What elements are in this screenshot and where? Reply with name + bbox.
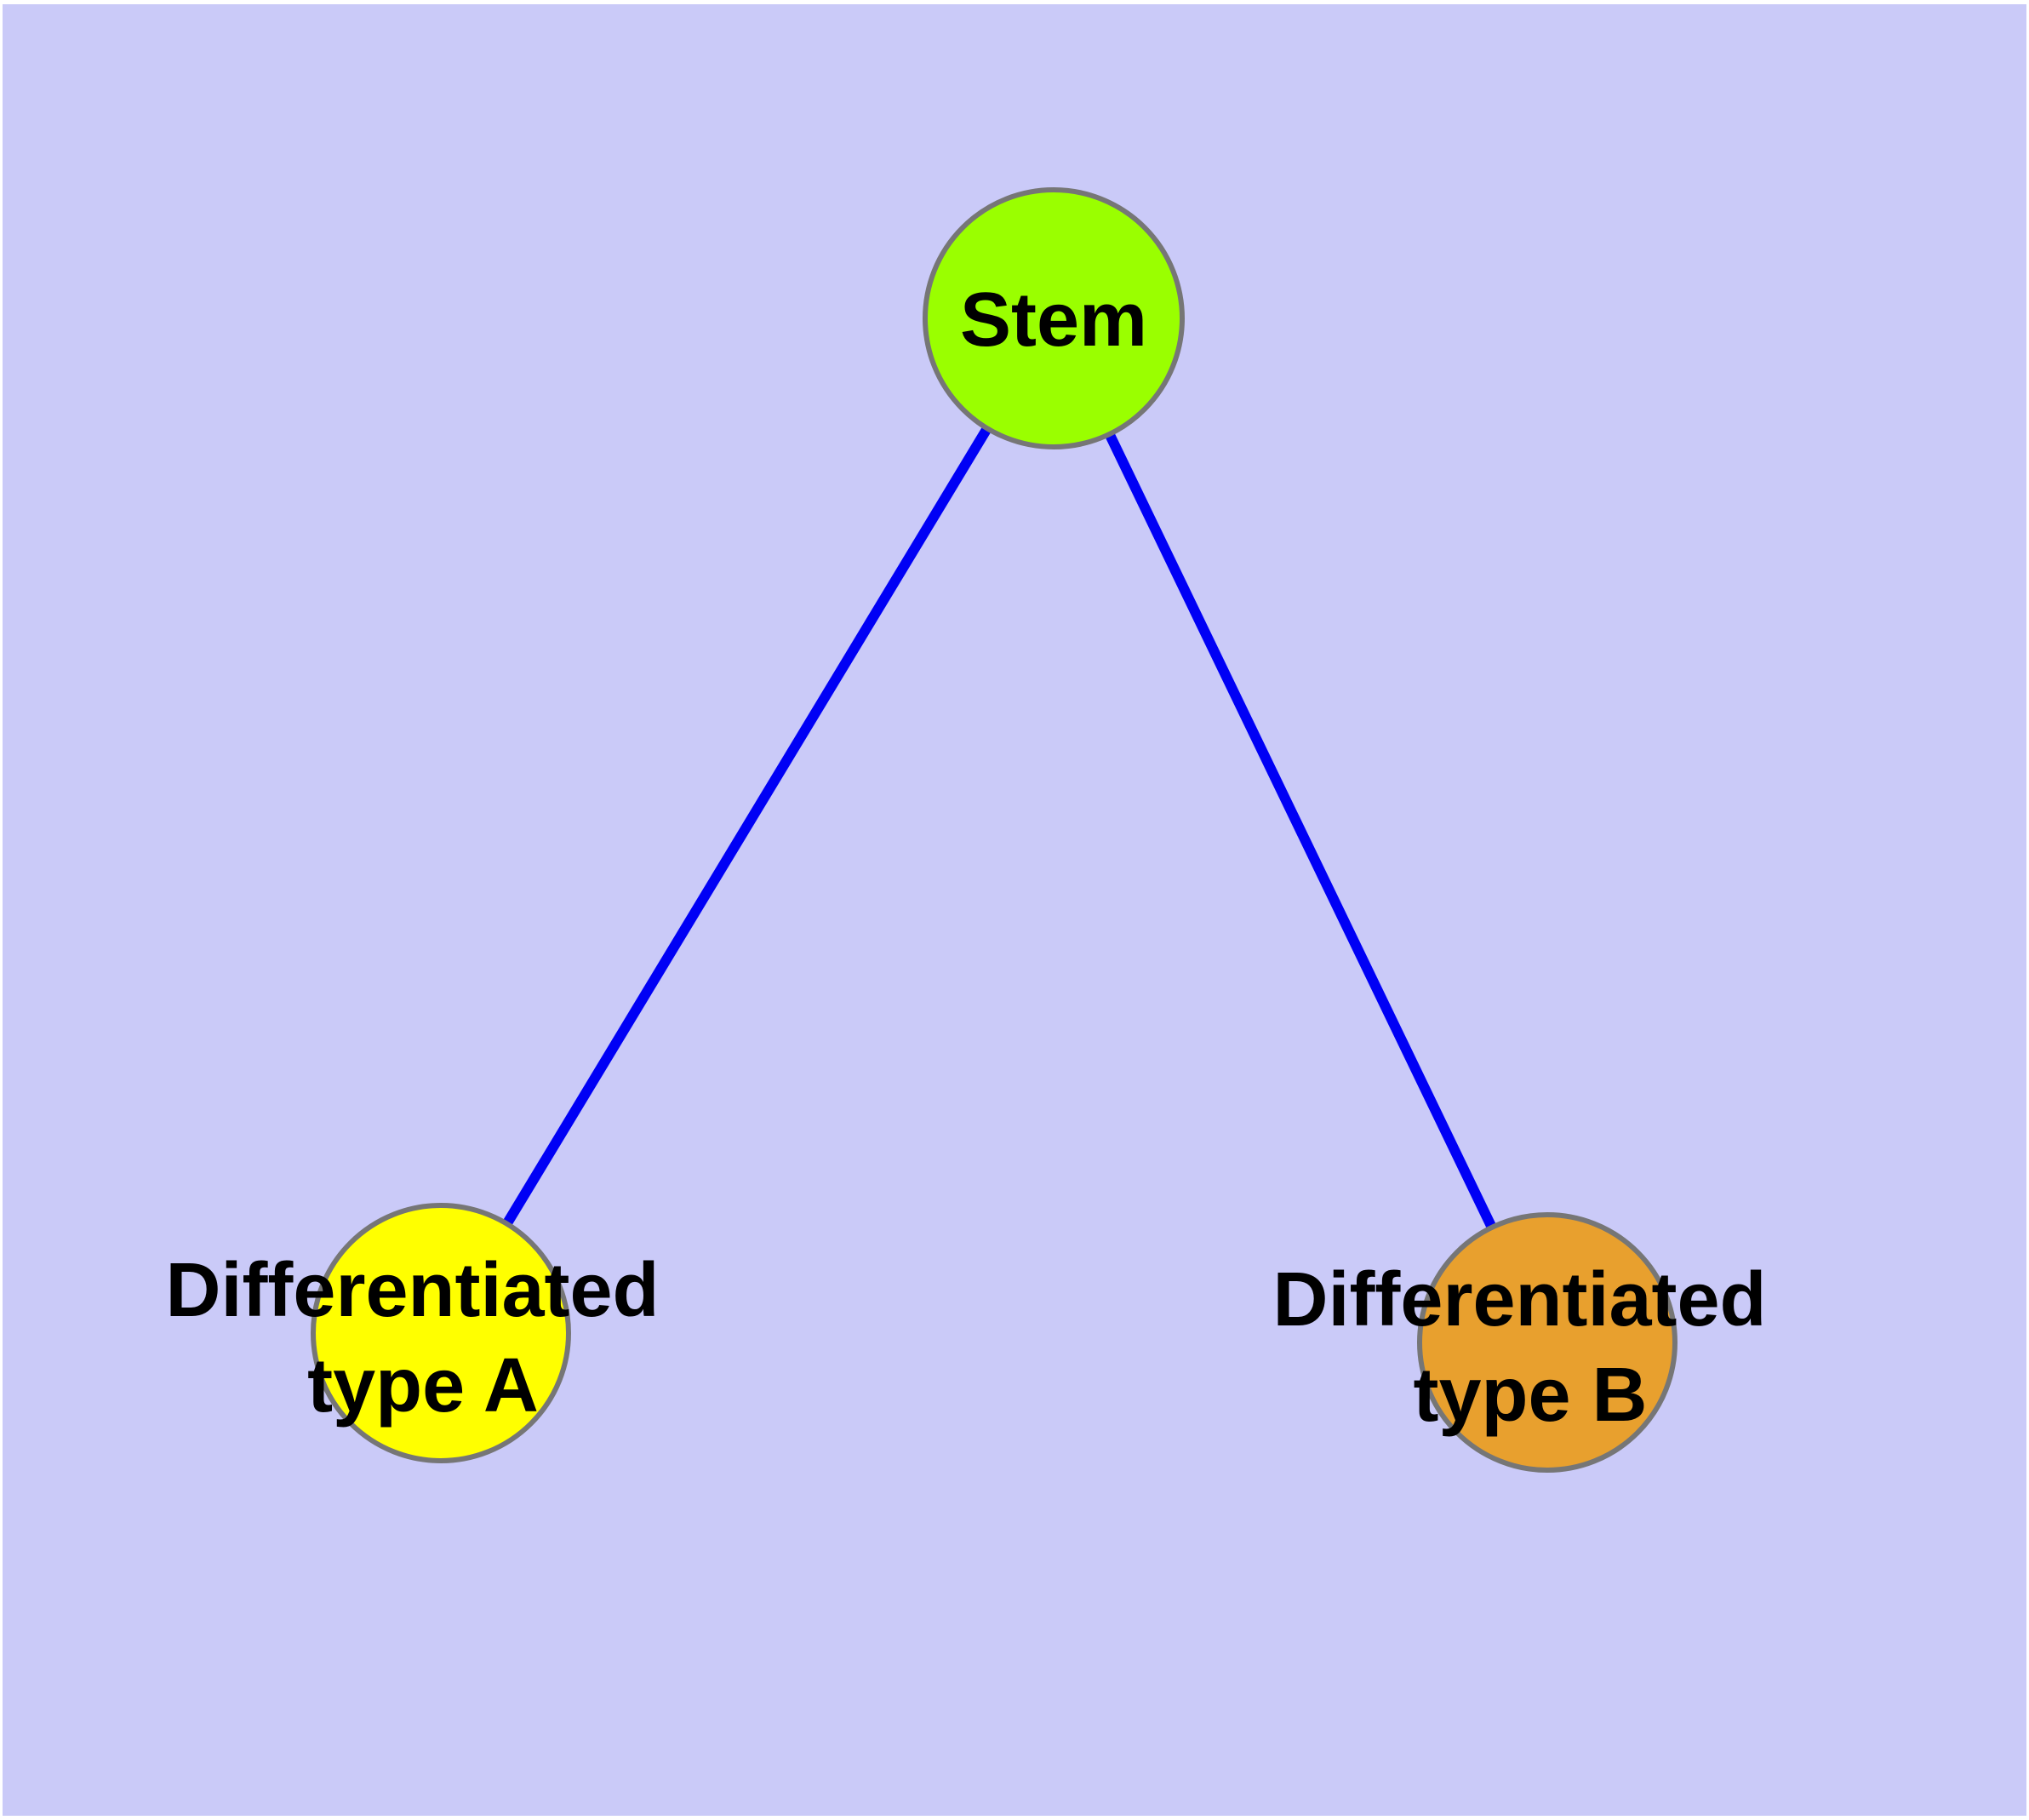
node-type-b-label: Differentiated type B bbox=[1272, 1257, 1787, 1438]
node-stem-label: Stem bbox=[960, 278, 1147, 363]
node-type-a-label-line2: type A bbox=[307, 1343, 539, 1428]
node-type-a-label: Differentiated type A bbox=[165, 1248, 680, 1428]
node-stem-circle bbox=[923, 187, 1185, 449]
node-type-b-label-line2: type B bbox=[1413, 1353, 1647, 1438]
node-type-a-label-line1: Differentiated bbox=[165, 1248, 659, 1333]
node-type-a-circle bbox=[311, 1203, 571, 1463]
edge-stem-to-type-b bbox=[1049, 316, 1552, 1345]
edge-stem-to-type-a bbox=[436, 315, 1059, 1336]
node-type-b-label-line1: Differentiated bbox=[1272, 1257, 1766, 1342]
node-type-b-circle bbox=[1417, 1212, 1677, 1473]
